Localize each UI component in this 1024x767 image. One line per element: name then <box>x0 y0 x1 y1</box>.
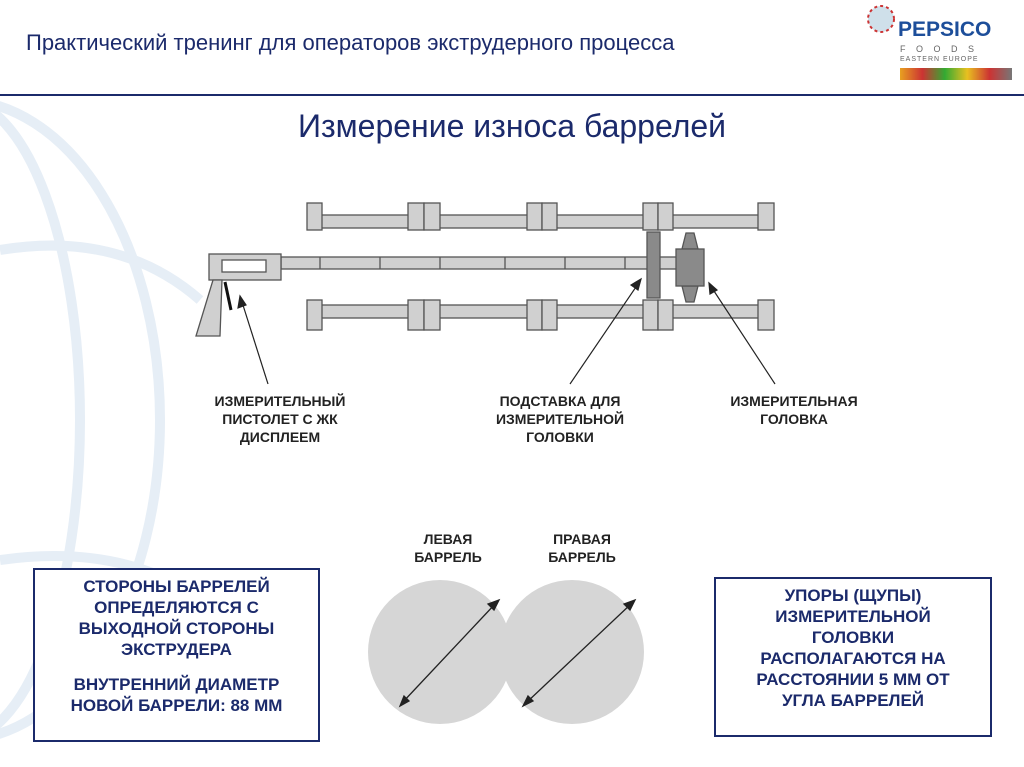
label-line: ПИСТОЛЕТ С ЖК <box>222 411 338 427</box>
label-line: ЛЕВАЯ <box>423 531 473 547</box>
note-line: РАСПОЛАГАЮТСЯ НА <box>760 649 946 668</box>
label-line: ПРАВАЯ <box>553 531 611 547</box>
note-line: ВЫХОДНОЙ СТОРОНЫ <box>78 619 275 638</box>
note-line: ВНУТРЕННИЙ ДИАМЕТР <box>73 675 280 694</box>
header-divider <box>0 94 1024 96</box>
label-line: БАРРЕЛЬ <box>414 549 482 565</box>
logo-line1: F O O D S <box>900 44 979 54</box>
label-line: ИЗМЕРИТЕЛЬНАЯ <box>730 393 858 409</box>
logo-brand: PEPSICO <box>898 18 992 41</box>
note-line: ИЗМЕРИТЕЛЬНОЙ <box>775 607 931 626</box>
logo-line2: EASTERN EUROPE <box>900 56 979 63</box>
label-gun: ИЗМЕРИТЕЛЬНЫЙ ПИСТОЛЕТ С ЖК ДИСПЛЕЕМ <box>190 392 370 446</box>
label-line: ДИСПЛЕЕМ <box>239 429 321 445</box>
label-line: БАРРЕЛЬ <box>548 549 616 565</box>
label-line: ГОЛОВКИ <box>526 429 594 445</box>
measuring-gun <box>195 253 282 337</box>
note-box-left: СТОРОНЫ БАРРЕЛЕЙ ОПРЕДЕЛЯЮТСЯ С ВЫХОДНОЙ… <box>33 568 320 742</box>
measuring-rod <box>280 256 682 270</box>
note-line: УГЛА БАРРЕЛЕЙ <box>781 691 925 710</box>
label-left-barrel: ЛЕВАЯ БАРРЕЛЬ <box>388 530 508 566</box>
brand-icons <box>900 68 1012 80</box>
note-line: СТОРОНЫ БАРРЕЛЕЙ <box>83 577 270 596</box>
label-line: ГОЛОВКА <box>760 411 828 427</box>
label-line: ИЗМЕРИТЕЛЬНЫЙ <box>214 393 346 409</box>
head-stand <box>646 231 661 299</box>
label-head: ИЗМЕРИТЕЛЬНАЯ ГОЛОВКА <box>704 392 884 428</box>
top-barrel-rail <box>306 202 775 231</box>
slide-title: Измерение износа баррелей <box>297 108 727 144</box>
note-line: РАССТОЯНИИ 5 ММ ОТ <box>756 670 950 689</box>
callout-arrows <box>237 277 776 385</box>
note-line: ГОЛОВКИ <box>811 628 895 647</box>
measuring-head <box>675 232 705 303</box>
label-line: ИЗМЕРИТЕЛЬНОЙ <box>495 411 625 427</box>
globe-icon <box>867 5 895 33</box>
bottom-barrel-rail <box>306 299 775 331</box>
note-line: НОВОЙ БАРРЕЛИ: 88 ММ <box>70 696 283 715</box>
note-line: ЭКСТРУДЕРА <box>121 640 232 659</box>
label-line: ПОДСТАВКА ДЛЯ <box>499 393 621 409</box>
note-line: УПОРЫ (ЩУПЫ) <box>784 586 922 605</box>
header-title: Практический тренинг для операторов экст… <box>26 30 675 55</box>
label-stand: ПОДСТАВКА ДЛЯ ИЗМЕРИТЕЛЬНОЙ ГОЛОВКИ <box>470 392 650 446</box>
pepsico-logo: PEPSICO F O O D S EASTERN EUROPE <box>866 4 1016 84</box>
barrel-cross-section <box>368 580 644 724</box>
note-line: ОПРЕДЕЛЯЮТСЯ С <box>94 598 259 617</box>
label-right-barrel: ПРАВАЯ БАРРЕЛЬ <box>522 530 642 566</box>
note-box-right: УПОРЫ (ЩУПЫ) ИЗМЕРИТЕЛЬНОЙ ГОЛОВКИ РАСПО… <box>714 577 992 737</box>
